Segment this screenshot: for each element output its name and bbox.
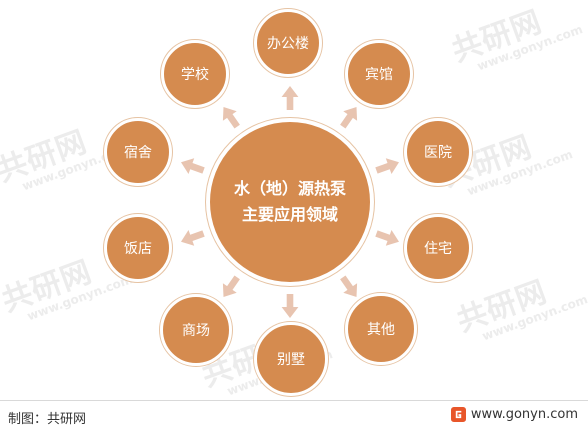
arrow-icon xyxy=(222,275,240,297)
arrow-icon xyxy=(222,107,240,129)
node-hotel: 宾馆 xyxy=(345,40,413,108)
node-label: 宾馆 xyxy=(365,67,393,83)
arrow-icon xyxy=(181,158,205,174)
node-dormitory: 宿舍 xyxy=(104,118,172,186)
arrow-icon xyxy=(281,86,299,110)
node-label: 其他 xyxy=(367,322,395,338)
arrow-icon xyxy=(281,294,299,318)
node-label: 学校 xyxy=(181,67,209,83)
footer-site: www.gonyn.com xyxy=(450,407,578,422)
brand-logo-icon xyxy=(450,407,466,422)
node-label: 商场 xyxy=(182,323,210,339)
node-hospital: 医院 xyxy=(404,118,472,186)
node-office: 办公楼 xyxy=(254,9,322,77)
center-topic: 水（地）源热泵 主要应用领域 xyxy=(206,118,374,286)
node-label: 医院 xyxy=(424,145,452,161)
node-other: 其他 xyxy=(345,293,417,365)
footer-site-url: www.gonyn.com xyxy=(470,407,578,422)
arrow-icon xyxy=(340,107,358,129)
node-label: 宿舍 xyxy=(124,145,152,161)
center-title-line2: 主要应用领域 xyxy=(241,205,338,224)
arrow-icon xyxy=(375,230,399,246)
arrow-icon xyxy=(340,275,358,297)
footer-divider xyxy=(0,400,588,401)
footer-credit: 制图：共研网 xyxy=(8,412,87,427)
node-label: 住宅 xyxy=(424,241,452,257)
arrow-icon xyxy=(181,230,205,246)
node-mall: 商场 xyxy=(160,294,232,366)
node-restaurant: 饭店 xyxy=(104,214,172,282)
node-school: 学校 xyxy=(161,40,229,108)
center-title-line1: 水（地）源热泵 xyxy=(233,179,346,198)
node-label: 别墅 xyxy=(277,352,305,368)
node-label: 饭店 xyxy=(124,241,152,257)
node-villa: 别墅 xyxy=(254,322,328,396)
node-residence: 住宅 xyxy=(404,214,472,282)
node-label: 办公楼 xyxy=(267,36,309,52)
arrow-icon xyxy=(375,158,399,174)
